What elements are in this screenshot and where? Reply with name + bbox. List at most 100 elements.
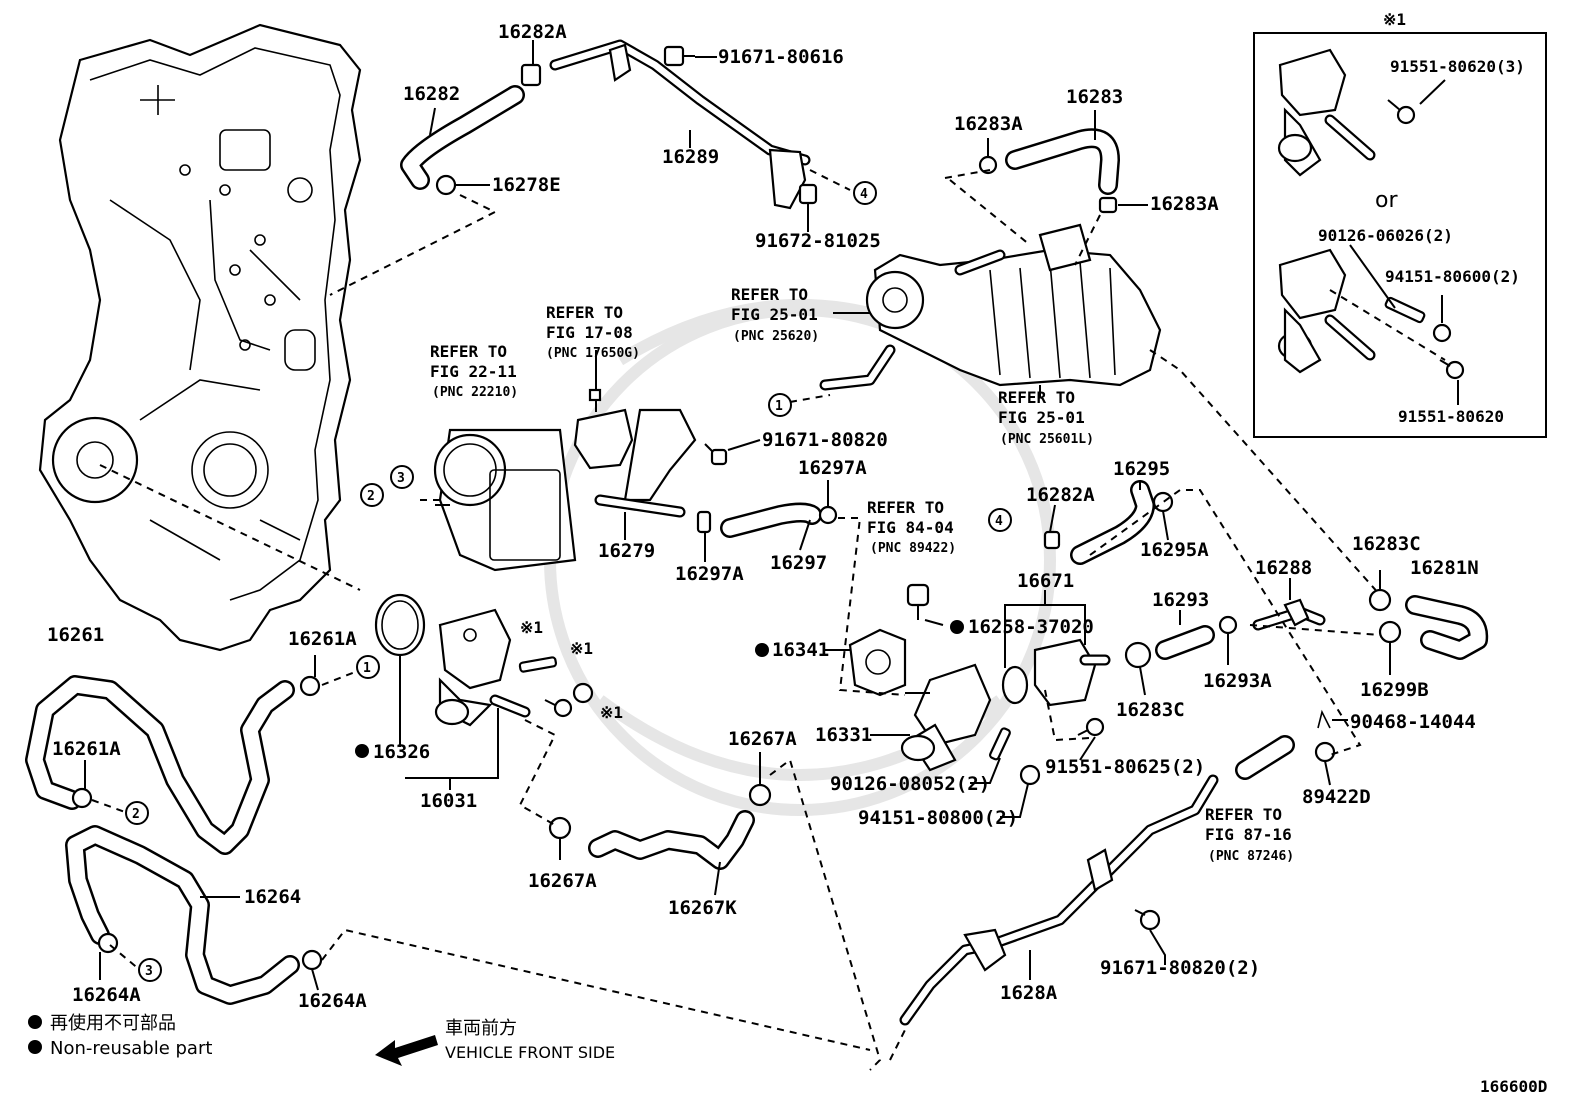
hose-16282 [400, 85, 525, 190]
pipe-16288 [1252, 598, 1326, 631]
label-16299B: 16299B [1360, 679, 1429, 701]
vehicle-front-en-text: VEHICLE FRONT SIDE [445, 1043, 615, 1062]
ref-fig25a-line2: FIG 25-01 [731, 305, 818, 324]
bolt-91551-80625 [1077, 717, 1105, 737]
label-90126-08052: 90126-08052(2) [830, 773, 990, 795]
note-mark-stud: ※1 [520, 618, 543, 637]
label-16264: 16264 [244, 886, 301, 908]
callout-1-lower: 1 [363, 661, 371, 676]
label-91551-80620-3: 91551-80620(3) [1390, 57, 1525, 76]
label-16261A-top: 16261A [288, 628, 357, 650]
ref-fig22-line2: FIG 22-11 [430, 362, 517, 381]
ref-fig17-line2: FIG 17-08 [546, 323, 633, 342]
label-16293: 16293 [1152, 589, 1209, 611]
label-16283C-mid: 16283C [1116, 699, 1185, 721]
inset-nut [1432, 323, 1452, 343]
ref-fig22-pnc: (PNC 22210) [432, 385, 518, 400]
dashed-connection-lines [91, 169, 1381, 1071]
label-16283C-right: 16283C [1352, 533, 1421, 555]
label-91671-80820: 91671-80820 [762, 429, 888, 451]
hose-16283 [1005, 128, 1120, 195]
note-mark-nut: ※1 [570, 639, 593, 658]
label-16671: 16671 [1017, 570, 1074, 592]
label-16295: 16295 [1113, 458, 1170, 480]
gasket-16341 [848, 628, 907, 697]
label-16282A-mid: 16282A [1026, 484, 1095, 506]
label-note-mark-inset: ※1 [1383, 10, 1406, 29]
vehicle-front-jp-text: 車両前方 [445, 1018, 517, 1039]
bolt-91672-81025 [798, 183, 818, 218]
callout-3-left: 3 [397, 471, 405, 486]
label-16326: 16326 [373, 741, 430, 763]
label-16283: 16283 [1066, 86, 1123, 108]
clamp-16299B [1378, 620, 1402, 644]
label-16278E: 16278E [492, 174, 561, 196]
legend-en-text: Non-reusable part [50, 1038, 212, 1059]
callout-4-mid: 4 [995, 514, 1003, 529]
vehicle-front-arrow-icon [375, 1035, 438, 1066]
bolt-note1 [544, 698, 573, 718]
label-16282: 16282 [403, 83, 460, 105]
clamp-16293A [1218, 615, 1238, 635]
clamp-16297A-right [818, 505, 838, 525]
non-reusable-dot-16341 [755, 643, 769, 657]
hose-16267K [588, 810, 755, 870]
label-16297: 16297 [770, 552, 827, 574]
hose-16264 [65, 825, 300, 1005]
label-91551-80620: 91551-80620 [1398, 407, 1504, 426]
egr-valve-sensor [573, 388, 634, 470]
inset-bolt-top [1387, 99, 1416, 125]
inset-water-outlet-bottom [1277, 248, 1376, 374]
label-16331: 16331 [815, 724, 872, 746]
label-16282A: 16282A [498, 21, 567, 43]
non-reusable-dot-16326 [355, 744, 369, 758]
label-94151-80600: 94151-80600(2) [1385, 267, 1520, 286]
label-16261A-left: 16261A [52, 738, 121, 760]
inset-box [1253, 32, 1547, 438]
ref-fig87-line2: FIG 87-16 [1205, 825, 1292, 844]
label-16295A: 16295A [1140, 539, 1209, 561]
callout-3-lower: 3 [145, 964, 153, 979]
pipe-16289 [549, 39, 811, 210]
water-outlet-16671 [1033, 638, 1111, 707]
label-91671-80820-2: 91671-80820(2) [1100, 957, 1260, 979]
label-16289: 16289 [662, 146, 719, 168]
clamp-16267A-bottom [548, 816, 572, 840]
inset-bolt-bottom [1439, 359, 1465, 380]
clamp-16282A [520, 63, 542, 87]
bolt-91671-80616 [663, 45, 695, 67]
clamp-16283A-right [1098, 196, 1118, 214]
hose-16297 [720, 502, 822, 538]
legend-dot-en [28, 1040, 42, 1054]
clamp-16295A [1152, 491, 1174, 513]
ref-fig22-line1: REFER TO [430, 342, 507, 361]
callout-2-left: 2 [367, 489, 375, 504]
ref-fig87-pnc: (PNC 87246) [1208, 849, 1294, 864]
label-16283A-right: 16283A [1150, 193, 1219, 215]
label-16267K: 16267K [668, 897, 737, 919]
leader-lines [84, 40, 1391, 991]
ref-fig87-line1: REFER TO [1205, 805, 1282, 824]
hose-16295 [1070, 480, 1155, 565]
gasket-16258-37020 [1001, 665, 1029, 705]
clamp-16297A-left [696, 510, 712, 534]
label-16341: 16341 [772, 639, 829, 661]
callout-circles [125, 181, 1012, 982]
pipe-1628A [899, 774, 1219, 1026]
hose-16261 [25, 675, 295, 855]
ref-fig25b-line2: FIG 25-01 [998, 408, 1085, 427]
clamp-16261A-left [71, 787, 93, 809]
throttle-body [433, 428, 577, 572]
inset-water-outlet-top [1277, 48, 1376, 177]
clamp-16282A-mid [1043, 530, 1061, 550]
ref-fig17-line1: REFER TO [546, 303, 623, 322]
note-mark-bolt: ※1 [600, 703, 623, 722]
label-89422D: 89422D [1302, 786, 1371, 808]
label-90126-06026: 90126-06026(2) [1318, 226, 1453, 245]
bracket-pipe-16279 [594, 408, 697, 518]
gasket-16326 [374, 593, 426, 657]
ref-fig25a-pnc: (PNC 25620) [733, 329, 819, 344]
bolt-91671-80820 [704, 443, 728, 466]
